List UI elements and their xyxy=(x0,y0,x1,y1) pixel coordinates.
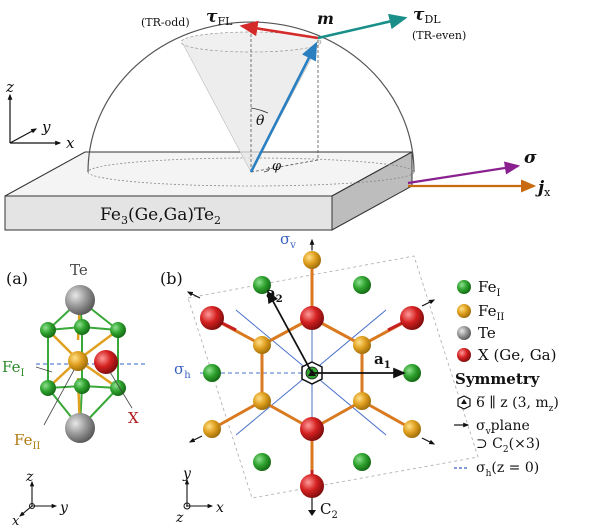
sigma-vector xyxy=(407,161,521,185)
legend-sym2: σvplane xyxy=(476,418,530,437)
atom-fe1 xyxy=(74,319,90,335)
tau-dl-label: τDL xyxy=(413,5,441,26)
atom-x xyxy=(300,306,324,330)
atom-fe1 xyxy=(353,276,371,294)
atom-x xyxy=(300,474,324,498)
legend-x-label: X (Ge, Ga) xyxy=(478,346,556,364)
panel-b-axes: y z x xyxy=(175,466,224,526)
j-label: jx xyxy=(535,178,551,199)
atom-fe1 xyxy=(110,322,126,338)
fe1-pointer xyxy=(35,366,53,373)
legend-swatch-x xyxy=(457,348,471,362)
tau-fl-label: τFL xyxy=(206,7,233,28)
panel-a: (a) Te xyxy=(2,261,148,529)
atom-x xyxy=(400,306,424,330)
symmetry-title: Symmetry xyxy=(455,370,541,388)
a2-label: a2 xyxy=(266,284,283,305)
tau-fl-vector xyxy=(239,20,319,40)
atom-fe1 xyxy=(203,364,221,382)
axis-x-label: x xyxy=(66,134,75,152)
legend-swatch-te xyxy=(457,326,471,340)
legend-sym4: σh(z = 0) xyxy=(476,460,539,479)
tr-even-label: (TR-even) xyxy=(412,29,466,42)
te-label: Te xyxy=(70,261,88,279)
hemisphere-base xyxy=(87,157,415,187)
atom-fe1 xyxy=(403,364,421,382)
x-label: X xyxy=(128,409,139,427)
c2-label: C2 xyxy=(320,500,338,521)
atom-fe2 xyxy=(353,336,371,354)
legend-swatch-fe2 xyxy=(457,304,471,318)
fe1-label: FeI xyxy=(2,358,24,379)
atom-x xyxy=(300,417,324,441)
phi-arc xyxy=(263,166,270,173)
atom-fe1 xyxy=(353,453,371,471)
atom-fe1 xyxy=(253,453,271,471)
phi-label: φ xyxy=(272,159,282,174)
top-panel: Fe3(Ge,Ga)Te2 θ φ τFL (TR-odd) m τDL (TR… xyxy=(4,5,551,231)
axis-y-label: y xyxy=(41,118,51,136)
axis-b-z-label: z xyxy=(175,510,184,526)
sigma-v-tick xyxy=(421,437,436,445)
unit-cell xyxy=(187,255,479,499)
panel-a-label: (a) xyxy=(6,269,28,288)
atom-fe1 xyxy=(74,378,90,394)
fe2-label: FeII xyxy=(14,431,40,452)
atom-fe2 xyxy=(403,420,421,438)
atom-fe2 xyxy=(203,420,221,438)
atom-fe2 xyxy=(303,251,321,269)
atom-fe1 xyxy=(40,380,56,396)
m-vector xyxy=(249,41,318,173)
c2-arrow-head xyxy=(308,510,316,516)
atom-te-top xyxy=(65,285,95,315)
legend-sym1: 6̅ ∥ z (3, mz) xyxy=(476,395,559,414)
sigma-v-tick xyxy=(186,291,201,299)
tau-dl-vector xyxy=(317,13,408,40)
axis-a-x-label: x xyxy=(12,514,20,529)
legend-fe1-label: FeI xyxy=(478,278,500,299)
m-label: m xyxy=(317,9,334,28)
axis-z-label: z xyxy=(5,78,14,96)
panel-b-label: (b) xyxy=(160,269,183,288)
atom-te-bottom xyxy=(65,413,95,443)
fe2-pointer xyxy=(43,369,75,426)
sigma-label: σ xyxy=(524,148,537,168)
legend-fe2-label: FeII xyxy=(478,302,504,323)
legend-swatch-fe1 xyxy=(457,280,471,294)
legend-sym3: ⊃ C2(×3) xyxy=(476,436,540,455)
sigma-v-tick xyxy=(188,435,203,443)
panel-b: (b) xyxy=(160,230,479,526)
a1-label: a1 xyxy=(374,350,391,371)
sigma-v-tick xyxy=(421,299,436,307)
atom-fe2 xyxy=(68,351,88,371)
atom-fe2 xyxy=(253,392,271,410)
sigma-h-label: σh xyxy=(174,360,191,381)
tr-odd-label: (TR-odd) xyxy=(141,16,190,29)
atom-fe1 xyxy=(40,322,56,338)
panel-a-axes: z y x xyxy=(12,469,69,529)
atom-x xyxy=(94,350,118,374)
atom-fe2 xyxy=(353,392,371,410)
sigma-v-label: σv xyxy=(280,230,296,251)
top-axes: z y x xyxy=(5,78,75,152)
legend-te-label: Te xyxy=(478,324,496,342)
axis-b-y-label: y xyxy=(182,466,192,482)
atom-fe1 xyxy=(253,276,271,294)
atom-fe2 xyxy=(253,336,271,354)
legend-six-bar-triangle xyxy=(461,399,467,404)
slab-label: Fe3(Ge,Ga)Te2 xyxy=(100,205,221,227)
legend: FeI FeII Te X (Ge, Ga) Symmetry 6̅ ∥ z (… xyxy=(454,278,559,479)
projection-base xyxy=(250,159,319,173)
theta-label: θ xyxy=(256,113,265,129)
theta-arc xyxy=(250,107,269,114)
x-pointer xyxy=(109,371,133,409)
a2-vector xyxy=(267,290,313,374)
axis-a-y-label: y xyxy=(59,500,69,516)
axis-a-z-label: z xyxy=(25,469,34,485)
atom-x xyxy=(200,306,224,330)
axis-b-x-label: x xyxy=(216,500,224,516)
